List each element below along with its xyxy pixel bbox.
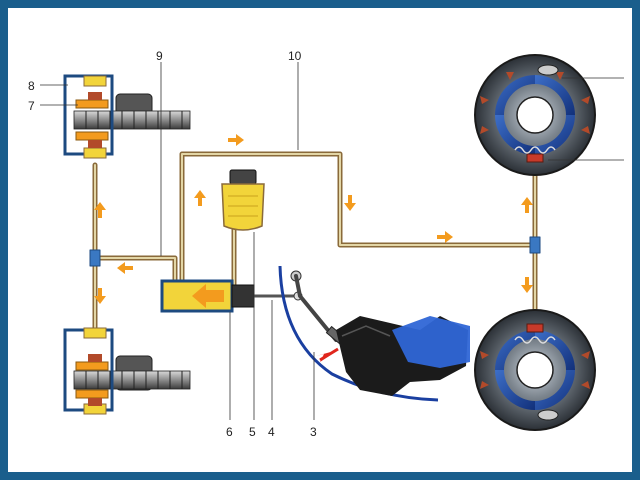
- label-9: 9: [156, 49, 163, 63]
- front-brake-top: [63, 74, 191, 159]
- label-3: 3: [310, 425, 317, 439]
- label-4: 4: [268, 425, 275, 439]
- master-cylinder-icon: [160, 279, 303, 313]
- front-brake-bottom: [63, 327, 191, 415]
- diagram-frame: 8 7 9 10 6 5 4 3: [8, 8, 632, 472]
- flow-arrows: [94, 134, 533, 304]
- leader-lines: [40, 62, 624, 420]
- brake-lines: [89, 151, 541, 333]
- foot-icon: [336, 316, 470, 396]
- label-10: 10: [288, 49, 302, 63]
- front-branch-line: [92, 255, 178, 283]
- label-8: 8: [28, 79, 35, 93]
- brake-pedal-icon: [278, 265, 439, 402]
- disc-brake-icon: [63, 74, 191, 415]
- rear-brake-top: [474, 54, 596, 176]
- label-7: 7: [28, 99, 35, 113]
- drum-brake-icon: [474, 54, 596, 431]
- label-5: 5: [249, 425, 256, 439]
- reservoir-icon: [221, 169, 265, 231]
- label-6: 6: [226, 425, 233, 439]
- part-labels: 8 7 9 10 6 5 4 3: [28, 49, 317, 439]
- brake-system-diagram: 8 7 9 10 6 5 4 3: [28, 49, 624, 439]
- rear-brake-bottom: [474, 309, 596, 431]
